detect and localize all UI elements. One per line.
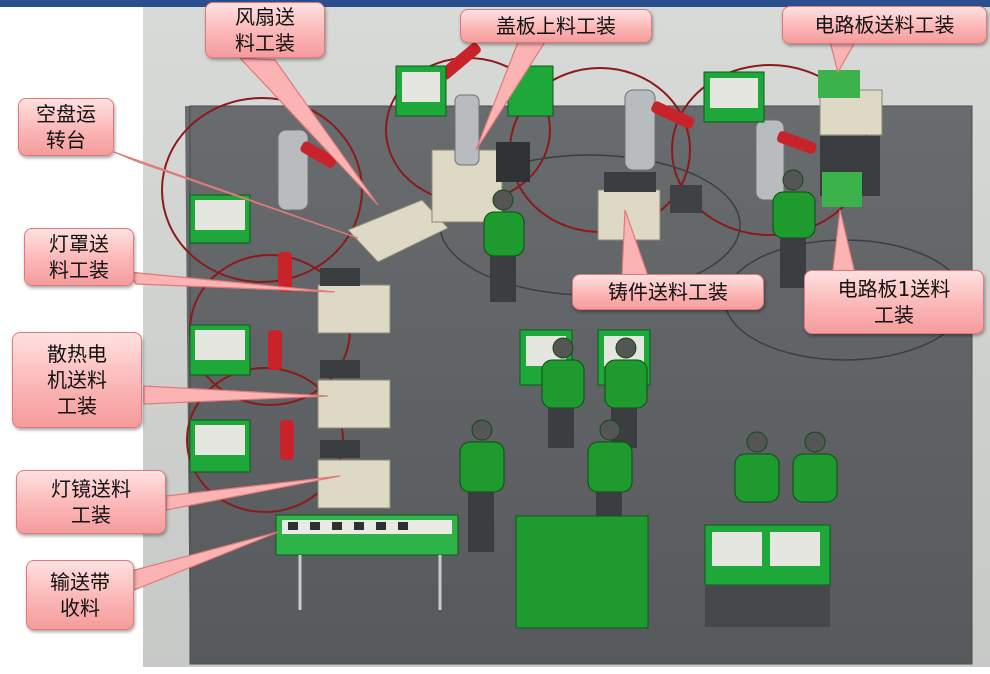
callout-pointers (113, 41, 857, 591)
callout-fan-motor-feeding: 散热电 机送料 工装 (12, 332, 142, 428)
callout-pcb1-feeding: 电路板1送料 工装 (804, 270, 984, 334)
callout-cover-loading: 盖板上料工装 (460, 9, 652, 43)
callout-fan-feeding: 风扇送 料工装 (205, 2, 325, 58)
pcb-trays (818, 70, 862, 207)
callout-lens-feeding: 灯镜送料 工装 (16, 470, 166, 534)
fixture-tables (317, 89, 883, 509)
floor-shadow-zone (189, 105, 973, 665)
workers (459, 169, 838, 552)
callout-lampshade-feeding: 灯罩送 料工装 (24, 228, 134, 286)
top-bar (0, 0, 990, 7)
callout-casting-feeding: 铸件送料工装 (572, 274, 764, 310)
top-stations (395, 65, 765, 213)
callout-conveyor-receiving: 输送带 收料 (26, 560, 134, 630)
callout-empty-tray-turntable: 空盘运 转台 (18, 98, 114, 156)
callout-pcb-feeding: 电路板送料工装 (782, 6, 987, 44)
robots (268, 42, 817, 460)
conveyor-belt (275, 514, 459, 610)
left-stations (189, 194, 251, 473)
